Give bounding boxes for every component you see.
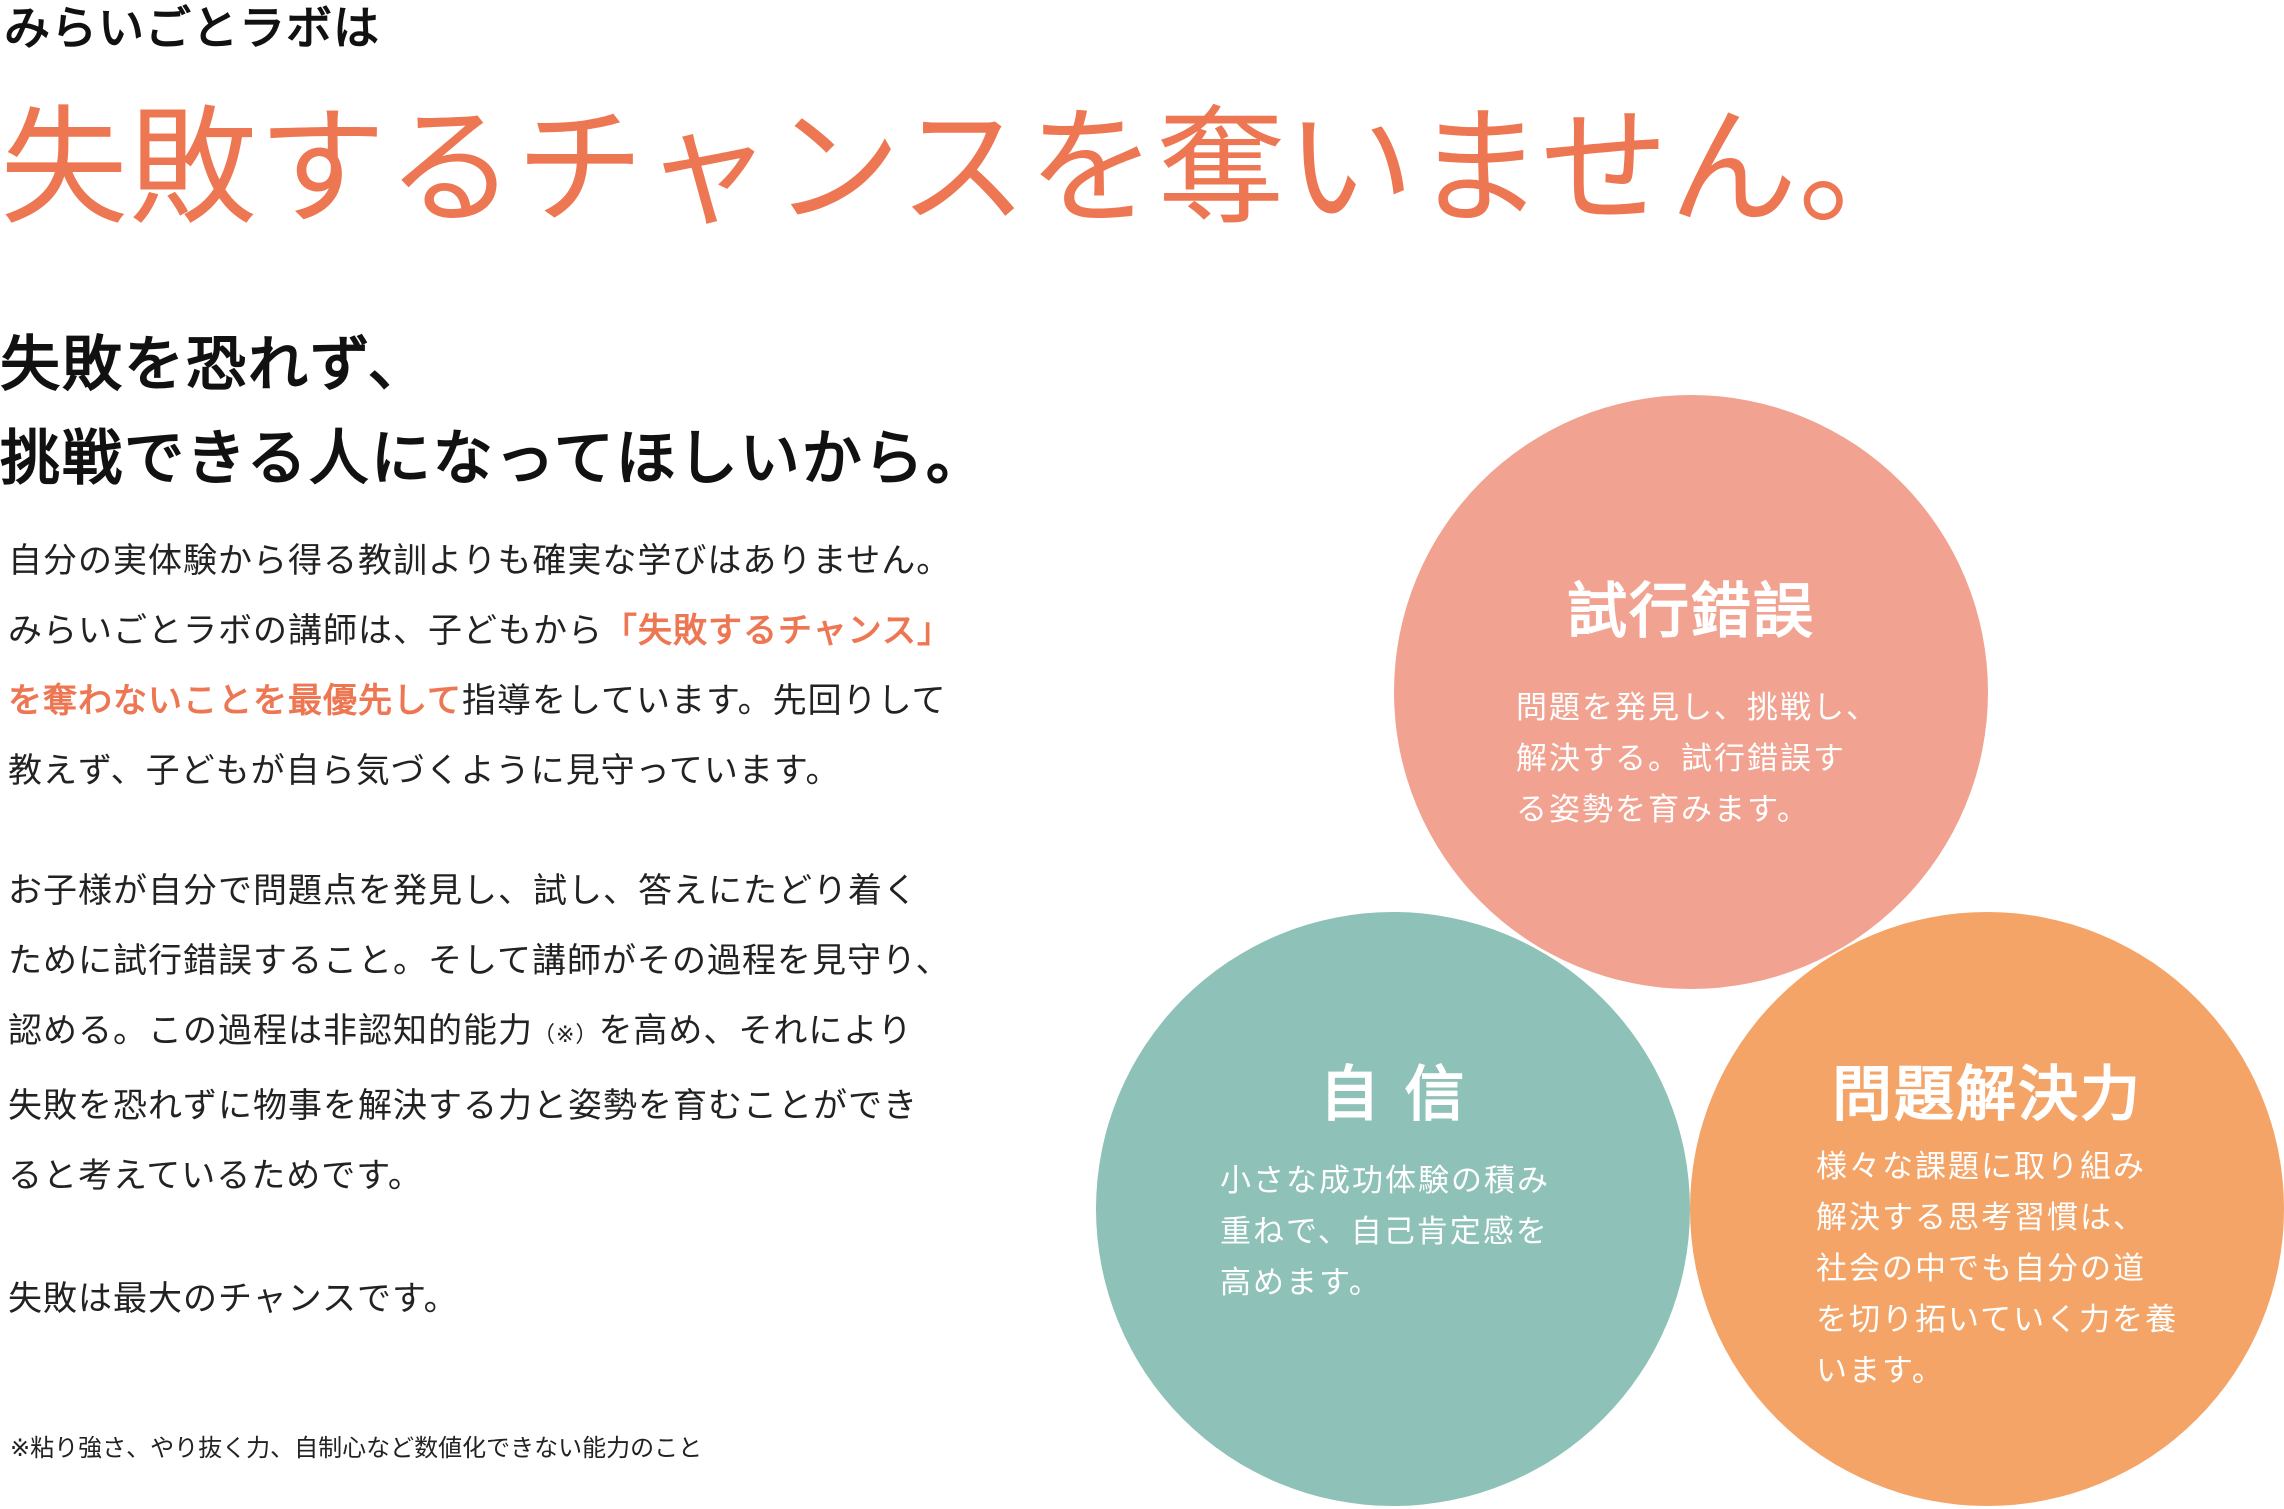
paragraph-3: 失敗は最大のチャンスです。 — [8, 1264, 1008, 1334]
paragraph-2-line-1: お子様が自分で問題点を発見し、試し、答えにたどり着く — [8, 871, 918, 911]
footnote: ※粘り強さ、やり抜く力、自制心など数値化できない能力のこと — [10, 1434, 703, 1462]
lead-text: みらいごとラボは — [4, 1, 380, 55]
paragraph-1-line-3: を奪わないことを最優先して指導をしています。先回りして — [8, 666, 1008, 736]
paragraph-1-line-1: 自分の実体験から得る教訓よりも確実な学びはありません。 — [8, 541, 952, 581]
circle-trial-line-3: る姿勢を育みます。 — [1516, 792, 1810, 828]
circle-problem-line-2: 解決する思考習慣は、 — [1816, 1200, 2146, 1236]
paragraph-1-line-3-text: 指導をしています。先回りして — [461, 681, 947, 721]
circle-problem-title: 問題解決力 — [1832, 1060, 2142, 1130]
circle-problem-solving: 問題解決力 様々な課題に取り組み 解決する思考習慣は、 社会の中でも自分の道 を… — [1690, 912, 2284, 1506]
circle-problem-line-4: を切り拓いていく力を養 — [1816, 1302, 2179, 1338]
paragraph-3-line: 失敗は最大のチャンスです。 — [8, 1279, 459, 1319]
paragraph-1-line-2-text: みらいごとラボの講師は、子どもから — [8, 611, 603, 651]
paragraph-2-line-2: ために試行錯誤すること。そして講師がその過程を見守り、 — [8, 941, 951, 981]
headline: 失敗するチャンスを奪いません。 — [0, 94, 1928, 243]
paragraph-2: お子様が自分で問題点を発見し、試し、答えにたどり着く ために試行錯誤すること。そ… — [8, 856, 1008, 1211]
paragraph-1-line-4: 教えず、子どもが自ら気づくように見守っています。 — [8, 751, 841, 791]
subheading-line-1: 失敗を恐れず、 — [0, 330, 430, 400]
circle-confidence-line-3: 高めます。 — [1220, 1265, 1382, 1301]
circle-trial-title: 試行錯誤 — [1567, 577, 1815, 647]
circle-confidence-body: 小さな成功体験の積み 重ねで、自己肯定感を 高めます。 — [1220, 1156, 1550, 1309]
paragraph-2-line-3: 認める。この過程は非認知的能力（※）を高め、それにより — [8, 996, 1008, 1071]
circle-problem-line-1: 様々な課題に取り組み — [1816, 1149, 2146, 1185]
circle-problem-line-5: います。 — [1816, 1353, 1945, 1389]
paragraph-2-line-4: 失敗を恐れずに物事を解決する力と姿勢を育むことができ — [8, 1086, 918, 1126]
circle-confidence-line-1: 小さな成功体験の積み — [1220, 1163, 1550, 1199]
circle-trial-line-2: 解決する。試行錯誤す — [1516, 741, 1846, 777]
circle-problem-line-3: 社会の中でも自分の道 — [1816, 1251, 2146, 1287]
circle-problem-body: 様々な課題に取り組み 解決する思考習慣は、 社会の中でも自分の道 を切り拓いてい… — [1816, 1142, 2178, 1397]
circle-confidence: 自 信 小さな成功体験の積み 重ねで、自己肯定感を 高めます。 — [1096, 912, 1690, 1506]
circle-trial-body: 問題を発見し、挑戦し、 解決する。試行錯誤す る姿勢を育みます。 — [1516, 683, 1879, 836]
circle-confidence-title: 自 信 — [1319, 1060, 1467, 1130]
circle-trial-and-error: 試行錯誤 問題を発見し、挑戦し、 解決する。試行錯誤す る姿勢を育みます。 — [1394, 395, 1988, 989]
subheading: 失敗を恐れず、 挑戦できる人になってほしいから。 — [0, 318, 988, 506]
footnote-mark: （※） — [533, 1023, 599, 1048]
paragraph-1-line-2: みらいごとラボの講師は、子どもから「失敗するチャンス」 — [8, 596, 1008, 666]
paragraph-1: 自分の実体験から得る教訓よりも確実な学びはありません。 みらいごとラボの講師は、… — [8, 526, 1008, 806]
subheading-line-2: 挑戦できる人になってほしいから。 — [0, 424, 988, 494]
paragraph-2-line-3-text: 認める。この過程は非認知的能力 — [8, 1011, 533, 1051]
highlight-top-priority: を奪わないことを最優先して — [8, 681, 462, 721]
highlight-failure-chance: 「失敗するチャンス」 — [603, 611, 952, 651]
paragraph-2-line-3-text-after: を高め、それにより — [598, 1011, 913, 1051]
paragraph-2-line-5: ると考えているためです。 — [8, 1156, 423, 1196]
circle-confidence-line-2: 重ねで、自己肯定感を — [1220, 1214, 1549, 1250]
circle-trial-line-1: 問題を発見し、挑戦し、 — [1516, 690, 1879, 726]
